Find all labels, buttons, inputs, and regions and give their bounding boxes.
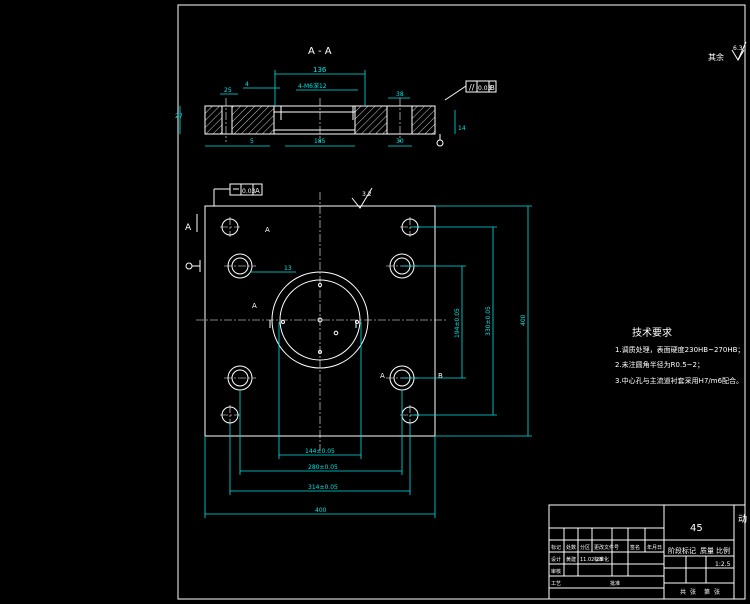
svg-text:11.02.28: 11.02.28 — [580, 557, 602, 563]
dim-400-vertical: 400 — [520, 314, 527, 326]
dim-25: 25 — [224, 87, 232, 94]
central-bore-outer — [271, 271, 369, 369]
svg-text:0.03: 0.03 — [478, 85, 492, 92]
svg-text:标准化: 标准化 — [594, 556, 609, 563]
section-title: A - A — [308, 46, 332, 57]
svg-text:6.3: 6.3 — [733, 45, 743, 52]
dim-185: 185 — [314, 138, 326, 145]
dim-13: 13 — [284, 265, 292, 272]
svg-text:年月日: 年月日 — [647, 544, 662, 551]
svg-text:张: 张 — [714, 588, 720, 596]
drawing-border — [177, 4, 746, 600]
svg-text:更改文件号: 更改文件号 — [594, 544, 619, 551]
central-bore-inner — [279, 279, 361, 361]
title-block: 45 动 标记 处数 分区 更改文件号 签名 年月日 设计 黄建 11.02.2… — [548, 504, 747, 600]
flatness-tolerance-frame: 0.03 A — [213, 183, 263, 206]
datum-b-symbol — [436, 139, 444, 147]
svg-text:共: 共 — [680, 588, 686, 596]
dim-38: 38 — [396, 91, 404, 98]
section-marker-a: A — [185, 223, 192, 233]
svg-text:批准: 批准 — [610, 580, 620, 587]
svg-text:处数: 处数 — [566, 544, 576, 551]
svg-text:A: A — [252, 302, 257, 310]
dim-27: 27 — [175, 113, 183, 120]
dim-194: 194±0.05 — [454, 308, 461, 338]
tech-req-title: 技术要求 — [632, 326, 672, 339]
hatch-right-2 — [411, 105, 436, 135]
svg-text:其余: 其余 — [708, 52, 724, 62]
dim-4-m6: 4-M6深12 — [298, 82, 327, 90]
dim-280: 280±0.05 — [308, 464, 338, 471]
dim-14: 14 — [458, 125, 466, 132]
roughness-symbol: 3.2 — [351, 187, 373, 209]
svg-text:1:2.5: 1:2.5 — [715, 561, 731, 568]
svg-text:工艺: 工艺 — [551, 581, 561, 587]
svg-text:张: 张 — [690, 588, 696, 596]
surface-finish-note: 其余 6.3 — [708, 41, 747, 62]
svg-text:设计: 设计 — [551, 556, 561, 563]
dim-144: 144±0.05 — [305, 448, 335, 455]
datum-b-plan — [185, 262, 193, 270]
svg-text:分区: 分区 — [580, 544, 590, 551]
svg-text:3.2: 3.2 — [362, 191, 372, 198]
hatch-right-1 — [354, 105, 388, 135]
svg-text:黄建: 黄建 — [566, 556, 576, 563]
svg-text://: // — [469, 83, 475, 92]
svg-text:质量: 质量 — [700, 546, 714, 555]
svg-text:A: A — [380, 372, 385, 380]
svg-text:B: B — [490, 84, 495, 92]
dim-400-horizontal: 400 — [315, 507, 327, 514]
svg-text:第: 第 — [704, 588, 710, 596]
dim-5: 5 — [250, 138, 254, 145]
hatch-left-2 — [231, 105, 275, 135]
svg-text:B: B — [438, 372, 443, 380]
tech-req-item-3: 3.中心孔与主流道衬套采用H7/m6配合。 — [615, 376, 743, 385]
dim-314: 314±0.05 — [308, 484, 338, 491]
plan-view: 0.03 A 3.2 A A A A B 194±0.05 330±0.05 — [185, 183, 532, 518]
svg-text:动: 动 — [738, 514, 747, 525]
svg-text:签名: 签名 — [630, 544, 640, 551]
dim-136: 136 — [313, 66, 327, 74]
svg-text:比例: 比例 — [716, 546, 730, 555]
svg-text:A: A — [265, 226, 270, 234]
technical-requirements: 技术要求 1.调质处理，表面硬度230HB~270HB； 2.未注圆角半径为R0… — [615, 326, 744, 385]
dim-4: 4 — [245, 81, 249, 88]
dim-30: 30 — [396, 138, 404, 145]
tech-req-item-1: 1.调质处理，表面硬度230HB~270HB； — [615, 345, 744, 354]
svg-text:标记: 标记 — [551, 544, 561, 551]
svg-text:阶段标记: 阶段标记 — [668, 546, 696, 555]
hatch-left-1 — [204, 105, 223, 135]
svg-text:审核: 审核 — [551, 568, 561, 575]
svg-text:0.03: 0.03 — [242, 188, 256, 195]
dim-330: 330±0.05 — [485, 306, 492, 336]
material: 45 — [690, 523, 703, 534]
svg-text:A: A — [255, 187, 260, 195]
tech-req-item-2: 2.未注圆角半径为R0.5~2； — [615, 360, 704, 369]
section-view: A - A 136 4-M6深12 4 25 38 — [175, 46, 497, 147]
parallel-tolerance-frame: // 0.03 B — [444, 80, 497, 101]
